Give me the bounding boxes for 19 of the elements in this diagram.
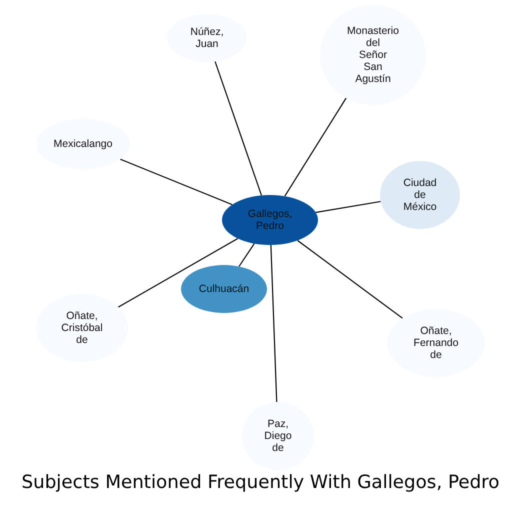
connector-line	[284, 98, 347, 196]
connector-line	[214, 61, 262, 196]
topic-label: Núñez, Juan	[190, 26, 224, 50]
diagram-title: Subjects Mentioned Frequently With Gallegos, Pedro	[22, 472, 500, 493]
topic-ellipse	[181, 265, 267, 313]
topic-label: Ciudad de México	[403, 177, 437, 213]
connector-line	[316, 200, 381, 213]
topic-label: Paz, Diego de	[264, 418, 292, 454]
topic-label: Mexicalango	[54, 138, 112, 150]
connector-line	[120, 158, 232, 206]
topic-label: Monasterio del Señor San Agustín	[347, 25, 399, 85]
topic-label: Culhuacán	[198, 283, 250, 295]
connector-line	[118, 238, 238, 308]
topic-label: Oñate, Cristóbal de	[61, 310, 103, 346]
topic-label: Gallegos, Pedro	[248, 208, 292, 232]
connector-line	[270, 244, 278, 402]
connector-line	[297, 240, 403, 319]
connector-line	[238, 243, 255, 267]
topic-label: Oñate, Fernando de	[414, 325, 458, 361]
